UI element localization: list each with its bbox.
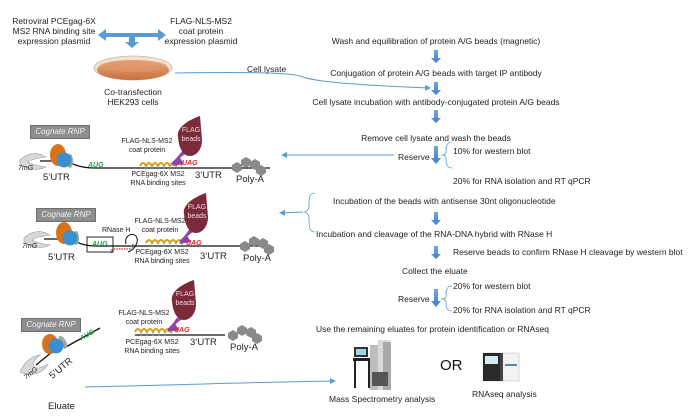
plasmid-left-label: Retroviral PCEgag-6X MS2 RNA binding sit…: [8, 16, 100, 46]
flag-beads-line2: beads: [175, 299, 195, 307]
step-conjugation: Conjugation of protein A/G beads with ta…: [330, 68, 542, 78]
mass-spec-label: Mass Spectrometry analysis: [329, 394, 436, 404]
cap-label: 7mG: [18, 165, 34, 172]
workflow-arrows: [431, 50, 441, 307]
utr3-label: 3’UTR: [200, 251, 227, 262]
sequencer-icon: [482, 352, 520, 382]
flag-beads-line1: FLAG: [181, 127, 201, 134]
binding-sites-line2: RNA binding sites: [124, 347, 180, 355]
flag-beads-label: FLAG beads: [186, 204, 208, 221]
binding-sites-label: PCEgag-6X MS2 RNA binding sites: [122, 339, 182, 356]
step-remove-lysate: Remove cell lysate and wash the beads: [361, 133, 511, 143]
reserve-label-1: Reserve: [398, 152, 430, 162]
start-codon-label: AUG: [92, 241, 108, 248]
step-lysate-incubation: Cell lysate incubation with antibody-con…: [312, 97, 560, 107]
polya-label: Poly-A: [230, 342, 258, 353]
coat-protein-line1: FLAG-NLS-MS2: [134, 218, 186, 225]
cell-lysate-arrow: [174, 71, 431, 91]
stop-codon-label: UAG: [182, 160, 198, 167]
reserve-1a: 10% for western blot: [453, 146, 531, 156]
coat-protein-line2: coat protein: [128, 146, 166, 154]
prime3-label: 3: [110, 249, 113, 255]
reserve-2b: 20% for RNA isolation and RT qPCR: [453, 305, 591, 315]
start-codon-label: AUG: [88, 162, 104, 169]
binding-sites-line1: PCEgag-6X MS2: [131, 171, 185, 178]
binding-sites-label: PCEgag-6X MS2 RNA binding sites: [132, 249, 192, 266]
petri-dish-icon: [93, 55, 173, 81]
polya-label: Poly-A: [243, 253, 271, 264]
stop-codon-label: UAG: [174, 327, 190, 334]
cotransfection-label: Co-transfection HEK293 cells: [98, 87, 168, 107]
reserve-2a: 20% for western blot: [453, 281, 531, 291]
coat-protein-label: FLAG-NLS-MS2 coat protein: [114, 310, 174, 327]
cotransfection-line1: Co-transfection: [104, 87, 162, 97]
cell-lysate-label: Cell lysate: [247, 64, 287, 74]
step-collect-eluate: Collect the eluate: [402, 266, 468, 276]
flag-beads-label: FLAG beads: [180, 127, 202, 144]
reserve-1b: 20% for RNA isolation and RT qPCR: [453, 176, 591, 186]
step-wash-beads: Wash and equilibration of protein A/G be…: [331, 36, 541, 46]
eluate-to-ms-arrow: [84, 378, 336, 388]
cap-label: 7mG: [22, 243, 38, 250]
plasmid-right-line2: coat protein: [178, 26, 224, 36]
step-rnase-h: Incubation and cleavage of the RNA-DNA h…: [316, 229, 553, 239]
reserve-label-2: Reserve: [398, 294, 430, 304]
coat-protein-line1: FLAG-NLS-MS2: [121, 138, 173, 145]
utr3-label: 3’UTR: [190, 337, 217, 348]
utr3-label: 3’UTR: [195, 170, 222, 181]
step-reserve-beads: Reserve beads to confirm RNase H cleavag…: [453, 247, 683, 257]
plasmid-right-line1: FLAG-NLS-MS2: [170, 16, 232, 26]
binding-sites-line2: RNA binding sites: [130, 179, 186, 187]
rnp-panel-2: [23, 193, 274, 255]
utr5-label: 5’UTR: [48, 252, 75, 263]
mass-spectrometer-icon: [353, 340, 391, 390]
utr5-label: 5’UTR: [43, 172, 70, 183]
plasmid-right-label: FLAG-NLS-MS2 coat protein expression pla…: [160, 16, 242, 46]
coat-protein-line2: coat protein: [141, 226, 179, 234]
cleavage-box: [86, 236, 114, 253]
eluate-label: Eluate: [48, 401, 75, 412]
flag-beads-label: FLAG beads: [174, 291, 196, 308]
coat-protein-line1: FLAG-NLS-MS2: [118, 310, 170, 317]
coat-protein-line2: coat protein: [125, 318, 163, 326]
prime5-label: 5: [132, 244, 135, 250]
binding-sites-line1: PCEgag-6X MS2: [135, 249, 189, 256]
flag-beads-line1: FLAG: [175, 291, 195, 298]
binding-sites-line2: RNA binding sites: [134, 257, 190, 265]
cognate-rnp-badge: Cognate RNP: [30, 125, 90, 139]
plasmid-left-line2: MS2 RNA binding site: [12, 26, 96, 36]
coat-protein-label: FLAG-NLS-MS2 coat protein: [130, 218, 190, 235]
cognate-rnp-badge: Cognate RNP: [36, 208, 96, 222]
double-arrow-icon: [98, 29, 166, 48]
cotransfection-line2: HEK293 cells: [107, 97, 159, 107]
flag-beads-line2: beads: [181, 135, 201, 143]
rnaseq-label: RNAseq analysis: [472, 389, 537, 399]
cognate-rnp-badge: Cognate RNP: [21, 318, 81, 332]
coat-protein-label: FLAG-NLS-MS2 coat protein: [117, 138, 177, 155]
plasmid-right-line3: expression plasmid: [164, 36, 238, 46]
rnp-panel-1: [19, 116, 270, 176]
stop-codon-label: UAG: [186, 240, 202, 247]
flag-beads-line2: beads: [187, 212, 207, 220]
plasmid-left-line1: Retroviral PCEgag-6X: [12, 16, 96, 26]
flag-beads-line1: FLAG: [187, 204, 207, 211]
polya-label: Poly-A: [236, 174, 264, 185]
binding-sites-line1: PCEgag-6X MS2: [125, 339, 179, 346]
rnp-panel-3: [19, 280, 262, 375]
step-remaining-eluates: Use the remaining eluates for protein id…: [316, 324, 549, 334]
step-antisense-incubation: Incubation of the beads with antisense 3…: [333, 196, 556, 206]
plasmid-left-line3: expression plasmid: [17, 36, 91, 46]
incubation-to-panel2-arrow: [279, 209, 304, 216]
rnase-h-label: RNase H: [102, 227, 131, 234]
binding-sites-label: PCEgag-6X MS2 RNA binding sites: [128, 171, 188, 188]
or-label: OR: [440, 357, 463, 374]
